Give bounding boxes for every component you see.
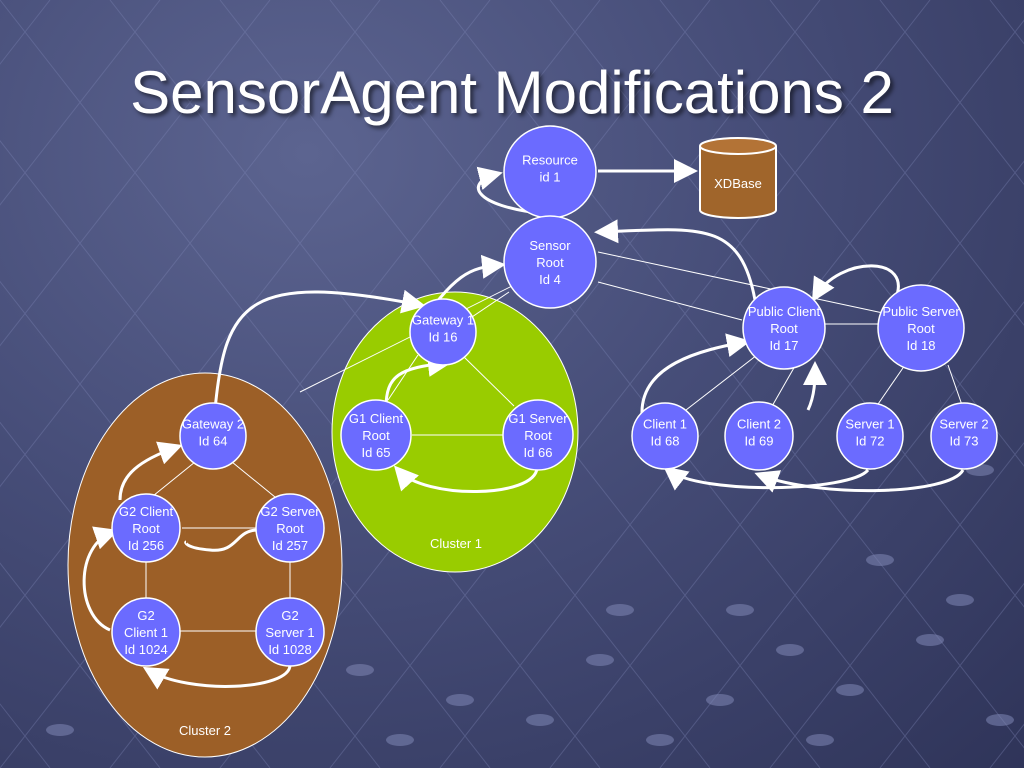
node-label-line: Server 1 bbox=[845, 417, 894, 432]
node-label-line: Public Client bbox=[748, 304, 821, 319]
node-label-line: Id 64 bbox=[199, 434, 228, 449]
node-label-line: Id 69 bbox=[745, 434, 774, 449]
node-circle bbox=[409, 298, 477, 366]
message-flow-arrows bbox=[82, 159, 965, 690]
node-circle bbox=[179, 402, 247, 470]
node-label-line: Id 256 bbox=[128, 538, 164, 553]
xdbase-label: XDBase bbox=[714, 176, 762, 191]
node-circle bbox=[742, 286, 826, 370]
node-label-line: Id 66 bbox=[524, 445, 553, 460]
node-circle bbox=[724, 401, 794, 471]
node-label-line: Id 16 bbox=[429, 330, 458, 345]
node-label-line: Root bbox=[132, 521, 160, 536]
node-client1: Client 1 Id 68 bbox=[631, 402, 699, 470]
node-label-line: G2 bbox=[281, 608, 298, 623]
node-server2: Server 2 Id 73 bbox=[930, 402, 998, 470]
node-label-line: Id 72 bbox=[856, 434, 885, 449]
cluster-2-label: Cluster 2 bbox=[179, 723, 231, 738]
node-gateway2: Gateway 2 Id 64 bbox=[179, 402, 247, 470]
node-label-line: Root bbox=[907, 321, 935, 336]
node-label-line: Id 73 bbox=[950, 434, 979, 449]
node-label-line: Id 1028 bbox=[268, 642, 311, 657]
node-label-line: G2 bbox=[137, 608, 154, 623]
node-label-line: Client 2 bbox=[737, 417, 781, 432]
node-circle bbox=[111, 597, 181, 667]
node-circle bbox=[930, 402, 998, 470]
node-label-line: Id 4 bbox=[539, 272, 561, 287]
node-circle bbox=[340, 399, 412, 471]
node-label-line: Root bbox=[524, 428, 552, 443]
node-label-line: Sensor bbox=[529, 238, 571, 253]
node-circle bbox=[503, 215, 597, 309]
node-label-line: Id 17 bbox=[770, 338, 799, 353]
node-label-line: G1 Server bbox=[508, 411, 568, 426]
node-circle bbox=[255, 597, 325, 667]
node-label-line: Client 1 bbox=[643, 417, 687, 432]
node-circle bbox=[631, 402, 699, 470]
node-label-line: Client 1 bbox=[124, 625, 168, 640]
node-label-line: Root bbox=[536, 255, 564, 270]
node-label-line: Root bbox=[362, 428, 390, 443]
node-label-line: Server 1 bbox=[265, 625, 314, 640]
node-label-line: Resource bbox=[522, 153, 578, 168]
xdbase-database-icon bbox=[699, 137, 777, 219]
node-client2: Client 2 Id 69 bbox=[724, 401, 794, 471]
node-label-line: Id 257 bbox=[272, 538, 308, 553]
node-label-line: Gateway 1 bbox=[412, 313, 474, 328]
node-label-line: Id 65 bbox=[362, 445, 391, 460]
cluster-1-label: Cluster 1 bbox=[430, 536, 482, 551]
node-gateway1: Gateway 1 Id 16 bbox=[409, 298, 477, 366]
slide-title: SensorAgent Modifications 2 bbox=[130, 59, 894, 126]
node-label-line: Root bbox=[276, 521, 304, 536]
node-label-line: Root bbox=[770, 321, 798, 336]
node-label-line: Gateway 2 bbox=[182, 417, 244, 432]
node-circle bbox=[111, 493, 181, 563]
node-label-line: Server 2 bbox=[939, 417, 988, 432]
node-label-line: Public Server bbox=[882, 304, 960, 319]
cluster-1-region bbox=[331, 291, 579, 573]
node-circle bbox=[877, 284, 965, 372]
node-server1: Server 1 Id 72 bbox=[836, 402, 904, 470]
node-label-line: Id 1024 bbox=[124, 642, 167, 657]
node-label-line: G2 Server bbox=[260, 504, 320, 519]
node-circle bbox=[502, 399, 574, 471]
node-label-line: Id 68 bbox=[651, 434, 680, 449]
node-circle bbox=[836, 402, 904, 470]
node-resource: Resource id 1 bbox=[503, 125, 597, 219]
node-label-line: Id 18 bbox=[907, 338, 936, 353]
node-label-line: id 1 bbox=[540, 170, 561, 185]
node-circle bbox=[255, 493, 325, 563]
node-label-line: G1 Client bbox=[349, 411, 404, 426]
node-label-line: G2 Client bbox=[119, 504, 174, 519]
